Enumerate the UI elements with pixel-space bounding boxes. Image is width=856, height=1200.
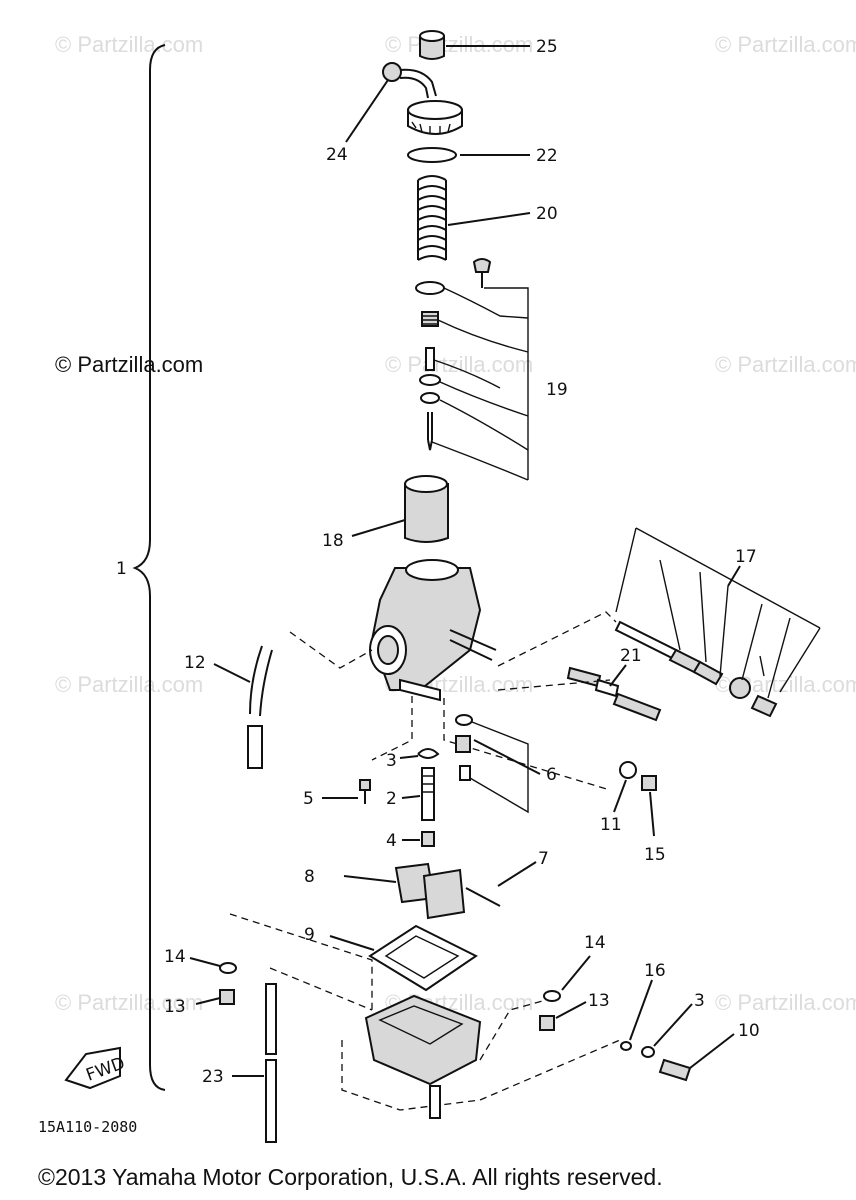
part-5-screw: 5 [303, 779, 371, 809]
part-23-hose: 23 [202, 983, 277, 1143]
callout-16: 16 [644, 961, 666, 981]
part-14-o-ring-left: 14 [164, 947, 237, 974]
watermark: © Partzilla.com [715, 990, 856, 1015]
callout-19: 19 [546, 380, 568, 400]
watermark: © Partzilla.com [55, 352, 203, 377]
part-20-spring: 20 [417, 175, 558, 261]
callout-12: 12 [184, 653, 206, 673]
callout-17: 17 [735, 547, 757, 567]
callout-10: 10 [738, 1021, 760, 1041]
part-13-screw-right: 13 [539, 991, 610, 1031]
part-14-o-ring-right: 14 [543, 933, 606, 1002]
part-18-throttle-valve: 18 [322, 475, 449, 551]
mixing-chamber-top [407, 100, 463, 135]
part-24-cable-adjuster: 24 [326, 62, 437, 165]
watermark: © Partzilla.com [715, 32, 856, 57]
callout-20: 20 [536, 204, 558, 224]
carburetor-body [369, 559, 497, 702]
callout-3: 3 [694, 991, 705, 1011]
watermark: © Partzilla.com [715, 352, 856, 377]
assembly-bracket: 1 [116, 44, 166, 1091]
callout-13: 13 [588, 991, 610, 1011]
callout-2: 2 [386, 789, 397, 809]
watermark: © Partzilla.com [55, 672, 203, 697]
callout-13: 13 [164, 997, 186, 1017]
callout-18: 18 [322, 531, 344, 551]
part-2-main-nozzle: 2 [386, 767, 435, 821]
part-3-o-ring: 3 [641, 991, 705, 1058]
callout-15: 15 [644, 845, 666, 865]
callout-24: 24 [326, 145, 348, 165]
callout-8: 8 [304, 867, 315, 887]
watermark: © Partzilla.com [385, 352, 533, 377]
callout-5: 5 [303, 789, 314, 809]
part-16-washer: 16 [620, 961, 666, 1051]
callout-9: 9 [304, 925, 315, 945]
part-10-drain-screw: 10 [658, 1021, 760, 1082]
watermark: © Partzilla.com [55, 32, 203, 57]
callout-1: 1 [116, 559, 127, 579]
part-21-throttle-stop-screw: 21 [566, 646, 662, 722]
watermark-layer: © Partzilla.com © Partzilla.com © Partzi… [55, 32, 856, 1015]
copyright-notice: ©2013 Yamaha Motor Corporation, U.S.A. A… [38, 1164, 663, 1190]
part-17-screw-set: 17 [614, 527, 821, 718]
callout-14: 14 [584, 933, 606, 953]
callout-11: 11 [600, 815, 622, 835]
callout-7: 7 [538, 849, 549, 869]
watermark: © Partzilla.com [55, 990, 203, 1015]
callout-25: 25 [536, 37, 558, 57]
assembly-leaders [229, 611, 621, 1111]
part-12-tube: 12 [184, 645, 273, 769]
diagram-code: 15A110-2080 [38, 1118, 137, 1136]
part-15-cap: 15 [641, 775, 666, 865]
part-11-washer: 11 [600, 761, 637, 835]
part-3-clip: 3 [386, 748, 440, 771]
fwd-arrow-icon: FWD [64, 1046, 128, 1090]
float-bowl [364, 994, 482, 1119]
callout-14: 14 [164, 947, 186, 967]
callout-4: 4 [386, 831, 397, 851]
part-9-gasket: 9 [304, 924, 478, 992]
part-13-screw-left: 13 [164, 989, 235, 1017]
part-22-gasket: 22 [407, 146, 558, 166]
callout-23: 23 [202, 1067, 224, 1087]
watermark: © Partzilla.com [385, 32, 533, 57]
part-8-float: 8 [304, 862, 466, 920]
part-7-float-pin: 7 [465, 849, 549, 907]
part-25-cap: 25 [419, 30, 558, 60]
callout-22: 22 [536, 146, 558, 166]
callout-6: 6 [546, 765, 557, 785]
callout-3: 3 [386, 751, 397, 771]
part-4-main-jet: 4 [386, 831, 435, 851]
part-19-needle-set: 19 [415, 258, 568, 481]
callout-21: 21 [620, 646, 642, 666]
part-6-pilot-jet-set: 6 [455, 714, 557, 814]
